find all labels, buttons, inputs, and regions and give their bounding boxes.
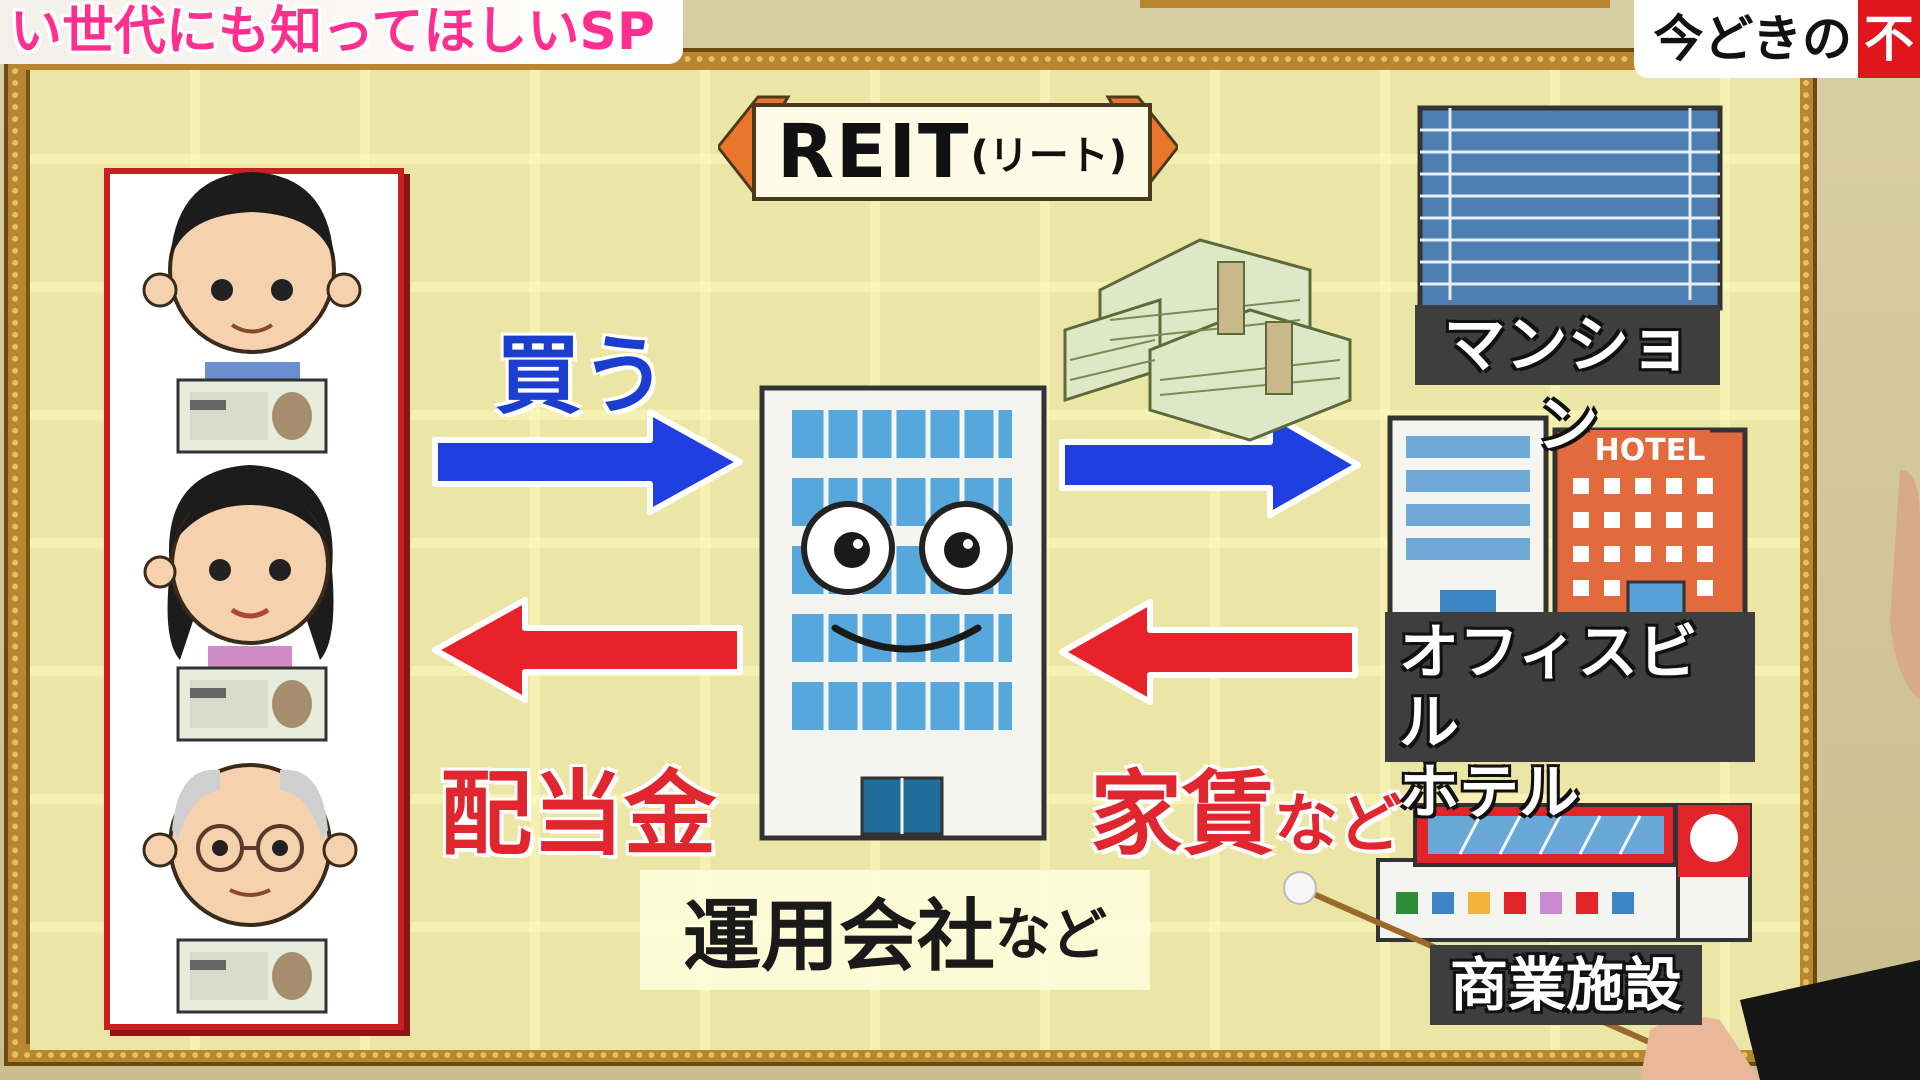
money-stack-icon — [1063, 238, 1352, 442]
commercial-facility-icon — [1376, 803, 1752, 942]
reit-title-box: REIT(リート) — [752, 103, 1152, 201]
rent-label-main: 家賃 — [1090, 761, 1275, 868]
mansion-label: マンション — [1415, 305, 1720, 461]
program-title-text: い世代にも知ってほしいSP — [10, 2, 655, 62]
reit-title-main: REIT — [776, 109, 971, 195]
investor-elderly-avatar — [142, 763, 358, 927]
rent-label: 家賃など — [1090, 740, 1402, 873]
buy-label: 買う — [495, 326, 667, 426]
banknote-2 — [176, 666, 328, 742]
commercial-label: 商業施設 — [1430, 945, 1702, 1025]
hotel-label: ホテル — [1399, 758, 1579, 828]
top-frame-strip — [1140, 0, 1610, 8]
banknote-3 — [176, 938, 328, 1014]
rent-arrow-left — [1059, 599, 1358, 705]
company-label-main: 運用会社 — [682, 892, 995, 982]
office-hotel-label: オフィスビル ホテル — [1385, 612, 1755, 828]
reit-title-reading: (リート) — [970, 133, 1128, 179]
dividend-arrow-left — [432, 597, 743, 703]
reit-title-plate: REIT(リート) — [718, 95, 1178, 201]
program-title-banner: い世代にも知ってほしいSP — [0, 0, 683, 64]
buy-arrow-left — [432, 409, 743, 515]
investor-young-avatar — [142, 172, 362, 385]
hotel-sign-text: HOTEL — [1595, 433, 1706, 468]
segment-title-banner: 今どきの不 — [1633, 0, 1920, 78]
investor-woman-avatar — [143, 465, 334, 668]
office-building-icon — [1387, 415, 1549, 621]
banknote-1 — [176, 378, 328, 454]
segment-title-text: 今どきの — [1653, 10, 1853, 68]
segment-title-highlight: 不 — [1858, 0, 1920, 78]
mansion-building-icon — [1417, 105, 1723, 311]
presenter-hand — [1640, 470, 1920, 1080]
office-label: オフィスビル — [1399, 618, 1698, 758]
reit-company-building — [759, 385, 1047, 841]
rent-label-suffix: など — [1274, 788, 1403, 862]
invest-arrow-right — [1059, 411, 1361, 518]
company-label-suffix: など — [995, 902, 1107, 968]
hotel-building-icon: HOTEL — [1552, 427, 1748, 623]
dividend-label: 配当金 — [440, 761, 717, 868]
company-label: 運用会社など — [640, 870, 1150, 990]
